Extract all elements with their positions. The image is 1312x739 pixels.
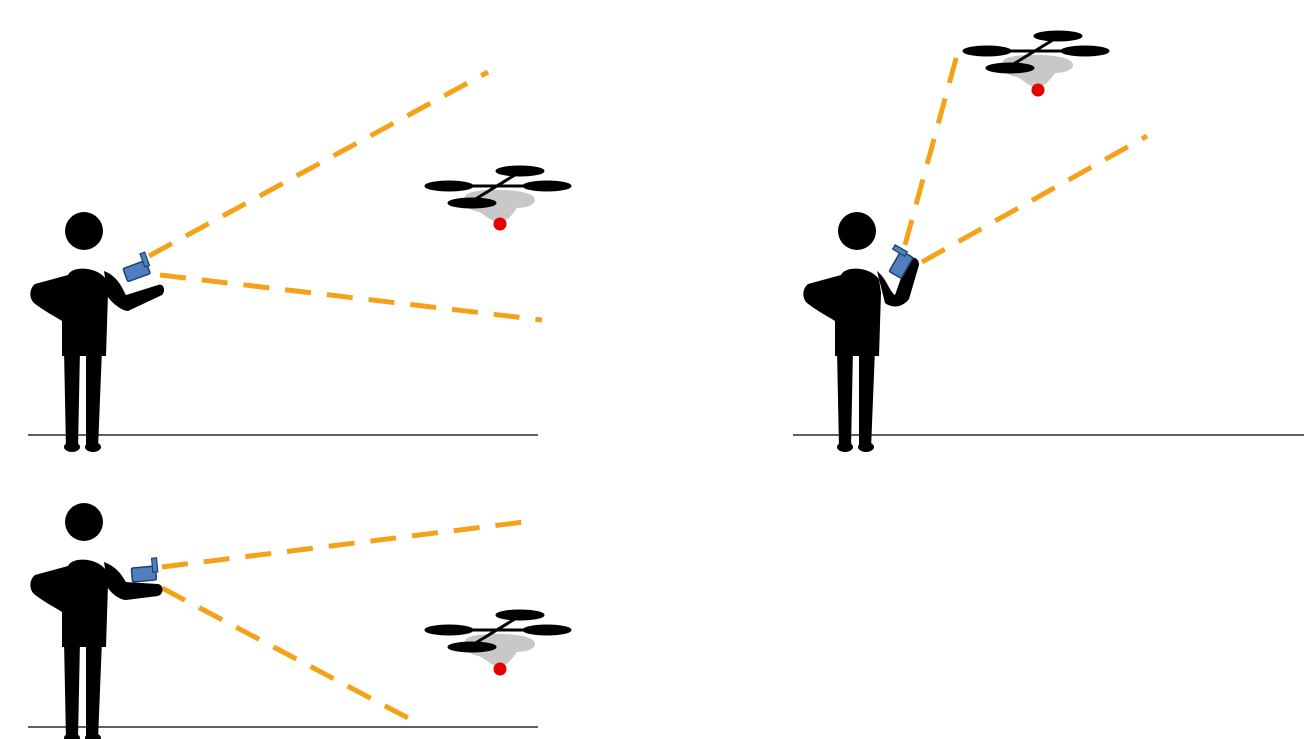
person-silhouette-icon [803, 212, 919, 452]
beam-cone [147, 69, 543, 323]
red-dot-marker-icon [493, 662, 507, 676]
scenario-forward-pointing [28, 69, 573, 452]
red-dot-marker-icon [493, 217, 507, 231]
person-silhouette-icon [30, 212, 165, 452]
red-dot-marker-icon [1031, 83, 1045, 97]
beam-cone [160, 519, 525, 721]
beam-upper-edge [902, 54, 960, 246]
scenario-upward-pointing [793, 29, 1304, 452]
remote-controller-icon [888, 244, 914, 279]
remote-controller-icon [130, 557, 159, 583]
quadcopter-drone-icon [423, 608, 573, 668]
quadcopter-drone-icon [423, 164, 573, 224]
beam-upper-edge [147, 69, 490, 259]
beam-upper-edge [161, 519, 525, 570]
remote-controller-icon [122, 251, 151, 283]
scenario-downward-pointing [28, 503, 573, 739]
beam-lower-edge [159, 272, 543, 323]
beam-cone [902, 54, 1149, 265]
beam-lower-edge [920, 133, 1149, 265]
person-silhouette-icon [30, 503, 163, 739]
quadcopter-drone-icon [961, 29, 1111, 89]
beam-lower-edge [160, 585, 410, 721]
